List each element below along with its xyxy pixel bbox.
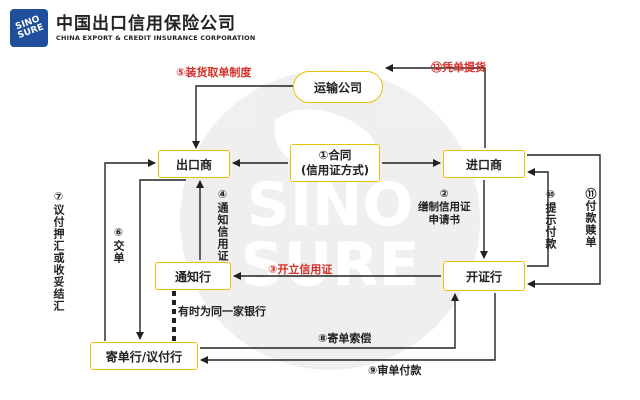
node-shipping-company: 运输公司 [293, 71, 383, 103]
edge-step8 [200, 293, 459, 349]
edge-step10 [527, 168, 549, 267]
company-name-cn: 中国出口信用保险公司 [56, 13, 236, 34]
label-same-bank: 有时为同一家银行 [178, 305, 266, 318]
label-step11: ⑪付款赎单 [584, 188, 597, 248]
node-advising-bank: 通知行 [155, 262, 231, 290]
node-importer: 进口商 [443, 150, 525, 178]
node-exporter: 出口商 [158, 150, 230, 178]
label-step8: ⑧寄单索偿 [318, 332, 372, 345]
header: SINO SURE 中国出口信用保险公司 CHINA EXPORT & CRED… [10, 8, 255, 48]
label-step10: ⑩提示付款 [544, 188, 557, 250]
contract-line1: ①合同 [318, 148, 352, 162]
edge-step9 [200, 293, 496, 364]
edge-step5 [192, 85, 293, 149]
label-step5: ⑤装货取单制度 [176, 66, 252, 79]
sinosure-logo: SINO SURE [10, 9, 48, 47]
edge-step6 [136, 179, 186, 340]
watermark-line2: SURE [240, 230, 419, 300]
edge-step12 [385, 64, 486, 148]
label-step4: ④通知信用证 [216, 188, 229, 262]
label-step2: ② 缮制信用证 申请书 [418, 188, 471, 226]
edge-step11 [527, 154, 601, 288]
label-step3: ③开立信用证 [268, 263, 333, 276]
node-contract: ①合同 (信用证方式) [290, 144, 380, 182]
company-name: 中国出口信用保险公司 CHINA EXPORT & CREDIT INSURAN… [56, 14, 255, 43]
node-issuing-bank: 开证行 [443, 261, 525, 291]
label-step6: ⑥交单 [112, 226, 125, 264]
label-step7: ⑦议付押汇或收妥结汇 [52, 190, 65, 312]
edge-step7 [104, 159, 156, 341]
company-name-en: CHINA EXPORT & CREDIT INSURANCE CORPORAT… [56, 33, 256, 42]
node-negotiating-bank: 寄单行/议付行 [90, 342, 198, 370]
contract-line2: (信用证方式) [300, 163, 369, 177]
label-step12: ⑫凭单提货 [431, 61, 486, 74]
label-step9: ⑨审单付款 [368, 364, 422, 377]
